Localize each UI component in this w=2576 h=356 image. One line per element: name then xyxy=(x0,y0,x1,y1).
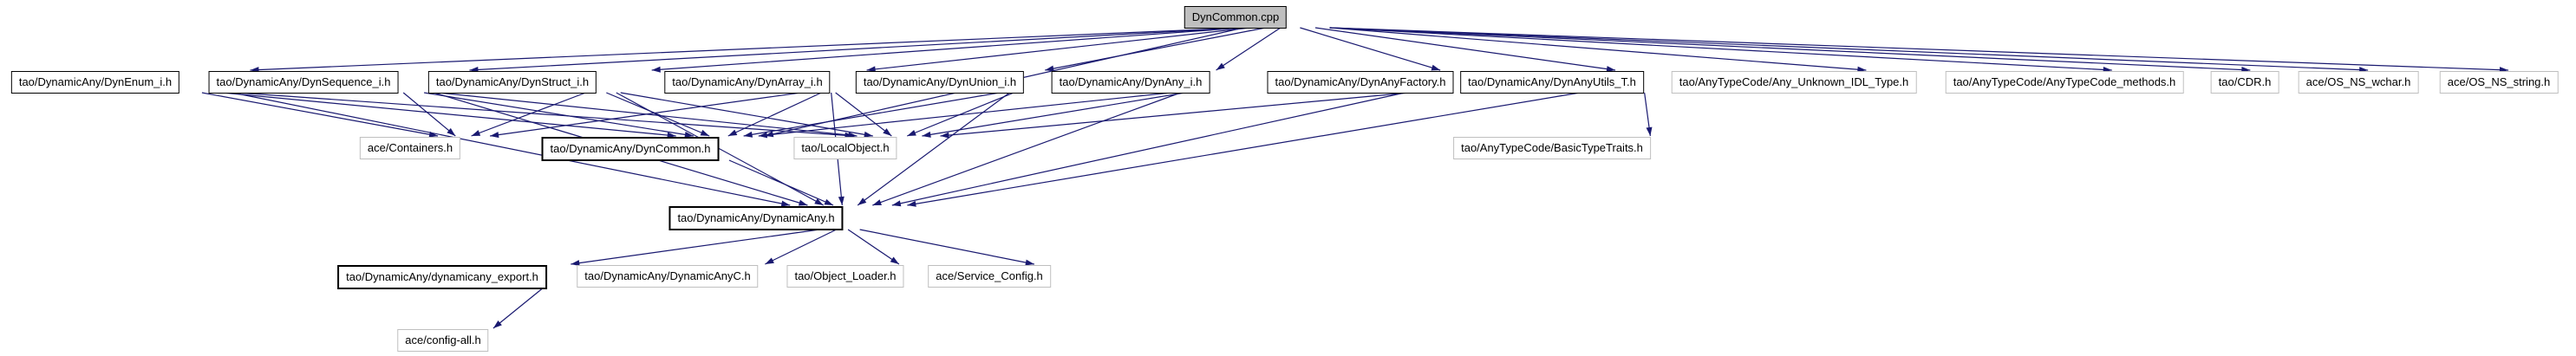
graph-node-dynanyutils[interactable]: tao/DynamicAny/DynAnyUtils_T.h xyxy=(1460,71,1644,94)
graph-node-dynamicanyc[interactable]: tao/DynamicAny/DynamicAnyC.h xyxy=(577,265,759,288)
edge-dynenum-i-to-dynamicany-h xyxy=(232,92,791,207)
edge-dyncommon-cpp-to-anytc-methods xyxy=(1329,27,2112,73)
graph-node-basictypetraits[interactable]: tao/AnyTypeCode/BasicTypeTraits.h xyxy=(1453,137,1651,159)
edge-dyncommon-cpp-to-dynunion-i xyxy=(1045,27,1266,72)
graph-node-dyncommon-h[interactable]: tao/DynamicAny/DynCommon.h xyxy=(541,137,720,161)
edge-dynstruct-i-to-containers xyxy=(471,92,586,137)
graph-node-service-config[interactable]: ace/Service_Config.h xyxy=(928,265,1051,288)
edge-dyncommon-cpp-to-dynsequence-i xyxy=(469,27,1244,73)
graph-node-any-unknown[interactable]: tao/AnyTypeCode/Any_Unknown_IDL_Type.h xyxy=(1671,71,1917,94)
edge-dynany-i-to-dyncommon-h xyxy=(758,92,1171,139)
edge-dynunion-i-to-dyncommon-h xyxy=(743,92,1000,138)
graph-node-dynenum-i[interactable]: tao/DynamicAny/DynEnum_i.h xyxy=(10,71,180,94)
edge-dyncommon-cpp-to-dynanyutils xyxy=(1314,27,1616,73)
edge-dynany-i-to-dynamicany-h xyxy=(872,92,1181,206)
graph-node-dynamicany-h[interactable]: tao/DynamicAny/DynamicAny.h xyxy=(668,206,844,230)
edge-dyncommon-h-to-dynamicany-h xyxy=(728,159,834,206)
graph-node-dynarray-i[interactable]: tao/DynamicAny/DynArray_i.h xyxy=(664,71,831,94)
graph-node-anytc-methods[interactable]: tao/AnyTypeCode/AnyTypeCode_methods.h xyxy=(1945,71,2184,94)
graph-node-dynsequence-i[interactable]: tao/DynamicAny/DynSequence_i.h xyxy=(208,71,399,94)
edge-dyncommon-cpp-to-any-unknown xyxy=(1329,27,1867,73)
edge-dyncommon-cpp-to-dynany-i xyxy=(1216,27,1281,71)
edge-dynamicany-h-to-dynamicany-export xyxy=(571,229,820,267)
edge-dynunion-i-to-dynamicany-h xyxy=(857,92,1010,206)
graph-node-os-ns-string[interactable]: ace/OS_NS_string.h xyxy=(2439,71,2559,94)
edge-dyncommon-cpp-to-os-ns-string xyxy=(1329,27,2508,74)
edge-dynsequence-i-to-dyncommon-h xyxy=(424,92,694,138)
edge-dyncommon-cpp-to-dynarray-i xyxy=(866,27,1250,73)
edge-dynenum-i-to-dyncommon-h xyxy=(222,92,676,139)
edge-dynarray-i-to-localobject xyxy=(835,92,892,137)
edge-dyncommon-cpp-to-dynenum-i xyxy=(250,27,1244,74)
graph-node-dynstruct-i[interactable]: tao/DynamicAny/DynStruct_i.h xyxy=(427,71,597,94)
graph-node-containers[interactable]: ace/Containers.h xyxy=(359,137,461,159)
graph-node-object-loader[interactable]: tao/Object_Loader.h xyxy=(786,265,904,288)
edge-dynarray-i-to-containers xyxy=(490,92,801,139)
edge-dyncommon-cpp-to-cdr xyxy=(1329,27,2251,74)
edge-dynanyutils-to-basictypetraits xyxy=(1644,92,1653,137)
edge-dyncommon-cpp-to-dynstruct-i xyxy=(651,27,1244,73)
graph-node-cdr[interactable]: tao/CDR.h xyxy=(2210,71,2279,94)
edge-dynstruct-i-to-dyncommon-h xyxy=(606,92,710,137)
graph-node-os-ns-wchar[interactable]: ace/OS_NS_wchar.h xyxy=(2298,71,2419,94)
edge-dynarray-i-to-dyncommon-h xyxy=(727,92,822,137)
edge-dynanyfactory-to-localobject xyxy=(940,92,1410,139)
graph-node-dynamicany-export[interactable]: tao/DynamicAny/dynamicany_export.h xyxy=(337,265,547,289)
graph-node-config-all[interactable]: ace/config-all.h xyxy=(397,329,489,352)
edge-dynamicany-h-to-object-loader xyxy=(847,229,900,265)
edge-dynenum-i-to-containers xyxy=(201,92,439,138)
edge-dyncommon-cpp-to-dynanyfactory xyxy=(1300,27,1441,71)
edge-dynamicany-h-to-dynamicanyc xyxy=(765,229,837,265)
edge-dynamicany-h-to-service-config xyxy=(859,229,1034,266)
edge-dynany-i-to-localobject xyxy=(922,92,1185,138)
graph-node-dynany-i[interactable]: tao/DynamicAny/DynAny_i.h xyxy=(1051,71,1210,94)
graph-node-dynanyfactory[interactable]: tao/DynamicAny/DynAnyFactory.h xyxy=(1267,71,1454,94)
graph-node-dynunion-i[interactable]: tao/DynamicAny/DynUnion_i.h xyxy=(855,71,1025,94)
edge-dyncommon-cpp-to-os-ns-wchar xyxy=(1329,27,2369,74)
edge-dynamicany-export-to-config-all xyxy=(492,288,543,329)
edge-dynanyfactory-to-dynamicany-h xyxy=(891,92,1405,207)
graph-node-localobject[interactable]: tao/LocalObject.h xyxy=(793,137,897,159)
edge-dynsequence-i-to-containers xyxy=(402,92,456,137)
edge-dynanyutils-to-dynamicany-h xyxy=(907,92,1581,207)
graph-node-dyncommon-cpp[interactable]: DynCommon.cpp xyxy=(1184,6,1288,29)
edge-dynenum-i-to-localobject xyxy=(237,92,854,139)
